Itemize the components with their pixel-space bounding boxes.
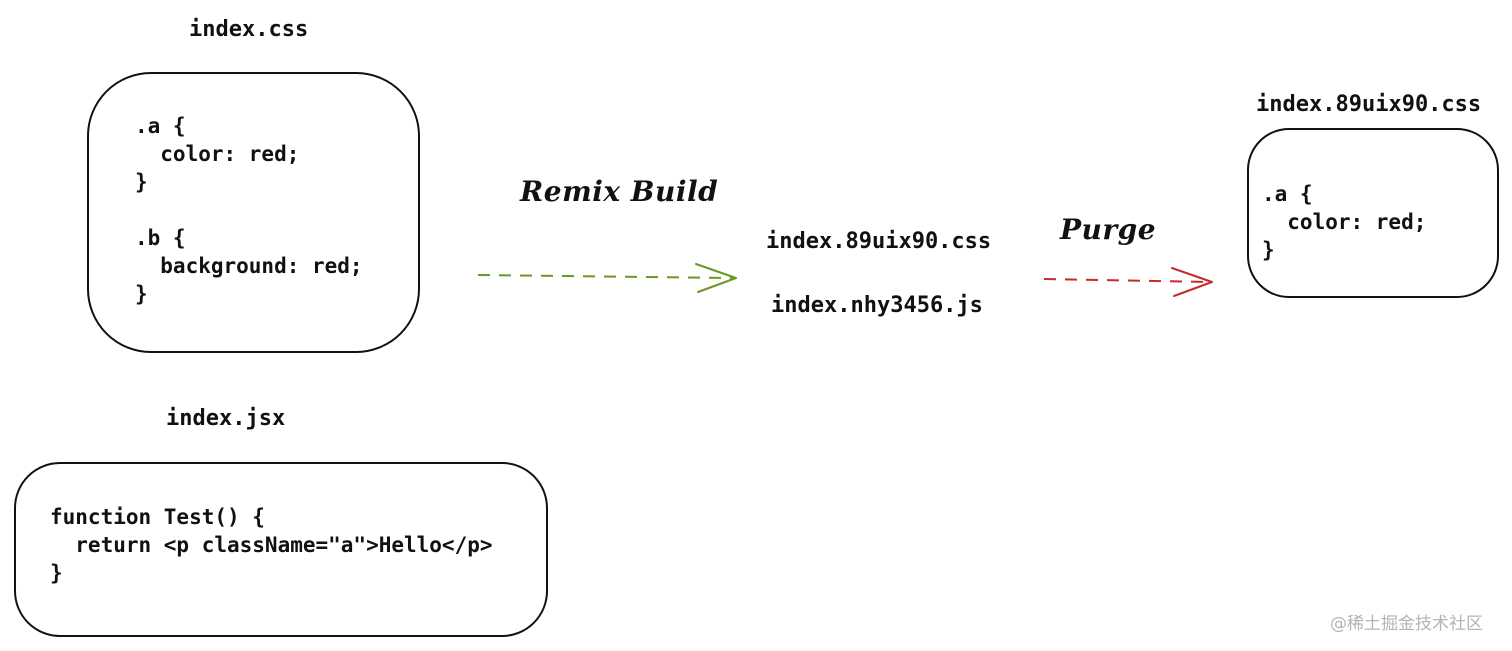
remix-build-arrow-shaft: [477, 274, 735, 279]
purge-label: Purge: [1060, 213, 1157, 246]
purged-css-box: .a { color: red; }: [1247, 128, 1499, 298]
purged-css-code: .a { color: red; }: [1262, 182, 1427, 262]
watermark: @稀土掘金技术社区: [1330, 614, 1483, 634]
index-jsx-code: function Test() { return <p className="a…: [50, 505, 493, 585]
build-output-css-filename: index.89uix90.css: [766, 229, 992, 254]
index-css-filename: index.css: [189, 17, 309, 42]
purge-arrow: [1043, 267, 1213, 297]
purge-arrow-shaft: [1043, 278, 1211, 283]
purge-arrow-head: [1171, 267, 1213, 297]
remix-build-arrow-head: [695, 263, 737, 293]
purged-css-filename: index.89uix90.css: [1256, 92, 1482, 117]
remix-build-label: Remix Build: [520, 175, 719, 208]
build-output-js-filename: index.nhy3456.js: [771, 293, 983, 318]
index-css-box: .a { color: red; } .b { background: red;…: [87, 72, 420, 353]
index-jsx-box: function Test() { return <p className="a…: [14, 462, 548, 637]
remix-build-arrow: [477, 263, 737, 293]
index-jsx-filename: index.jsx: [166, 406, 286, 431]
index-css-code: .a { color: red; } .b { background: red;…: [135, 114, 363, 306]
